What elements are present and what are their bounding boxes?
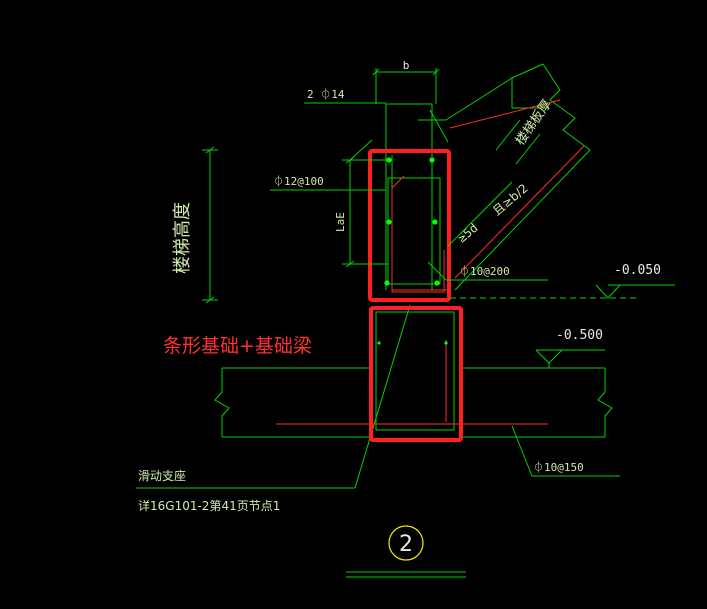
dist-bar-callout [427,261,548,281]
dim-diagonal [349,139,373,161]
stair-slab-label: 楼梯板厚 [513,97,555,148]
column-top-cap [385,103,433,120]
highlight-beam-box [369,306,463,442]
level-triangle [535,349,563,364]
lae-label: LaE [334,212,347,232]
beam-stirrup-leader [511,425,533,477]
stair-rebar [449,99,585,279]
highlight-boxes [368,149,463,442]
frame-line [515,133,541,165]
dim-slash [205,146,215,154]
break-symbol-right [597,368,613,437]
dimension-stair-height [202,146,218,304]
dim-tick [432,68,440,76]
stair-slab-label-frame [495,119,541,165]
stair-top-rebar [449,99,561,129]
level-bottom-marker [535,349,605,368]
dim-tick [372,68,380,76]
stair-riser [511,78,548,109]
dimension-b [372,68,440,104]
stair-upper-surface [445,77,513,121]
detail-number-marker: 2 [346,525,466,578]
break-symbol-left [214,368,230,437]
foundation-beam [214,367,613,438]
detail-circle [388,525,424,561]
dim-slash [205,296,215,304]
column-stirrup [387,177,441,285]
rebar-dot [386,157,392,163]
stair-bottom-rebar [454,145,585,279]
rebar-dot [434,280,440,286]
column-outline [385,103,449,290]
stair-break-line [542,63,591,151]
rebar-dot [429,157,435,163]
dim-b-label: b [403,59,410,72]
stair-lower-surface [454,149,591,291]
rebar-dot [377,341,381,345]
beam-stirrup [375,311,455,431]
rebar-dot [384,280,390,286]
red-annotation-label: 条形基础+基础梁 [163,335,312,357]
callout-diag [427,261,447,281]
anchor-5d-label: ≥5d [455,221,481,246]
stair-step [511,63,544,79]
level-top-marker [450,284,675,299]
beam-rebar [276,340,548,425]
detail-number-label: 2 [399,532,413,557]
anchor-dim-line [447,181,513,247]
level-bottom-label: -0.500 [556,328,603,343]
beam-bar-dots [377,341,448,345]
top-bars-label: 2 ⏀14 [307,87,345,101]
level-top-label: -0.050 [614,263,661,278]
column-hook-diag [429,109,449,143]
beam-stirrup-label: ⏀10@150 [533,460,584,474]
rebar-dot [444,341,448,345]
stair-height-label: 楼梯高度 [172,202,193,274]
rebar-dot [386,219,392,225]
dimension-lae [342,139,388,268]
highlight-column-box [368,149,451,302]
rebar-dot [432,219,438,225]
beam-section [136,304,620,489]
dist-bar-label: ⏀10@200 [459,264,510,278]
column-main-rebar [391,175,445,293]
anchor-b2-label: 且≥b/2 [490,181,531,218]
reference-label: 详16G101-2第41页节点1 [138,498,280,513]
anchor-dimension [447,181,513,247]
frame-line [495,119,521,151]
sliding-leader-line [354,304,411,489]
column-bar-dots [384,157,440,286]
sliding-support-label: 滑动支座 [138,468,186,483]
level-triangle [595,284,621,299]
stirrup-col-label: ⏀12@100 [273,174,324,188]
stair-slab [418,63,591,291]
